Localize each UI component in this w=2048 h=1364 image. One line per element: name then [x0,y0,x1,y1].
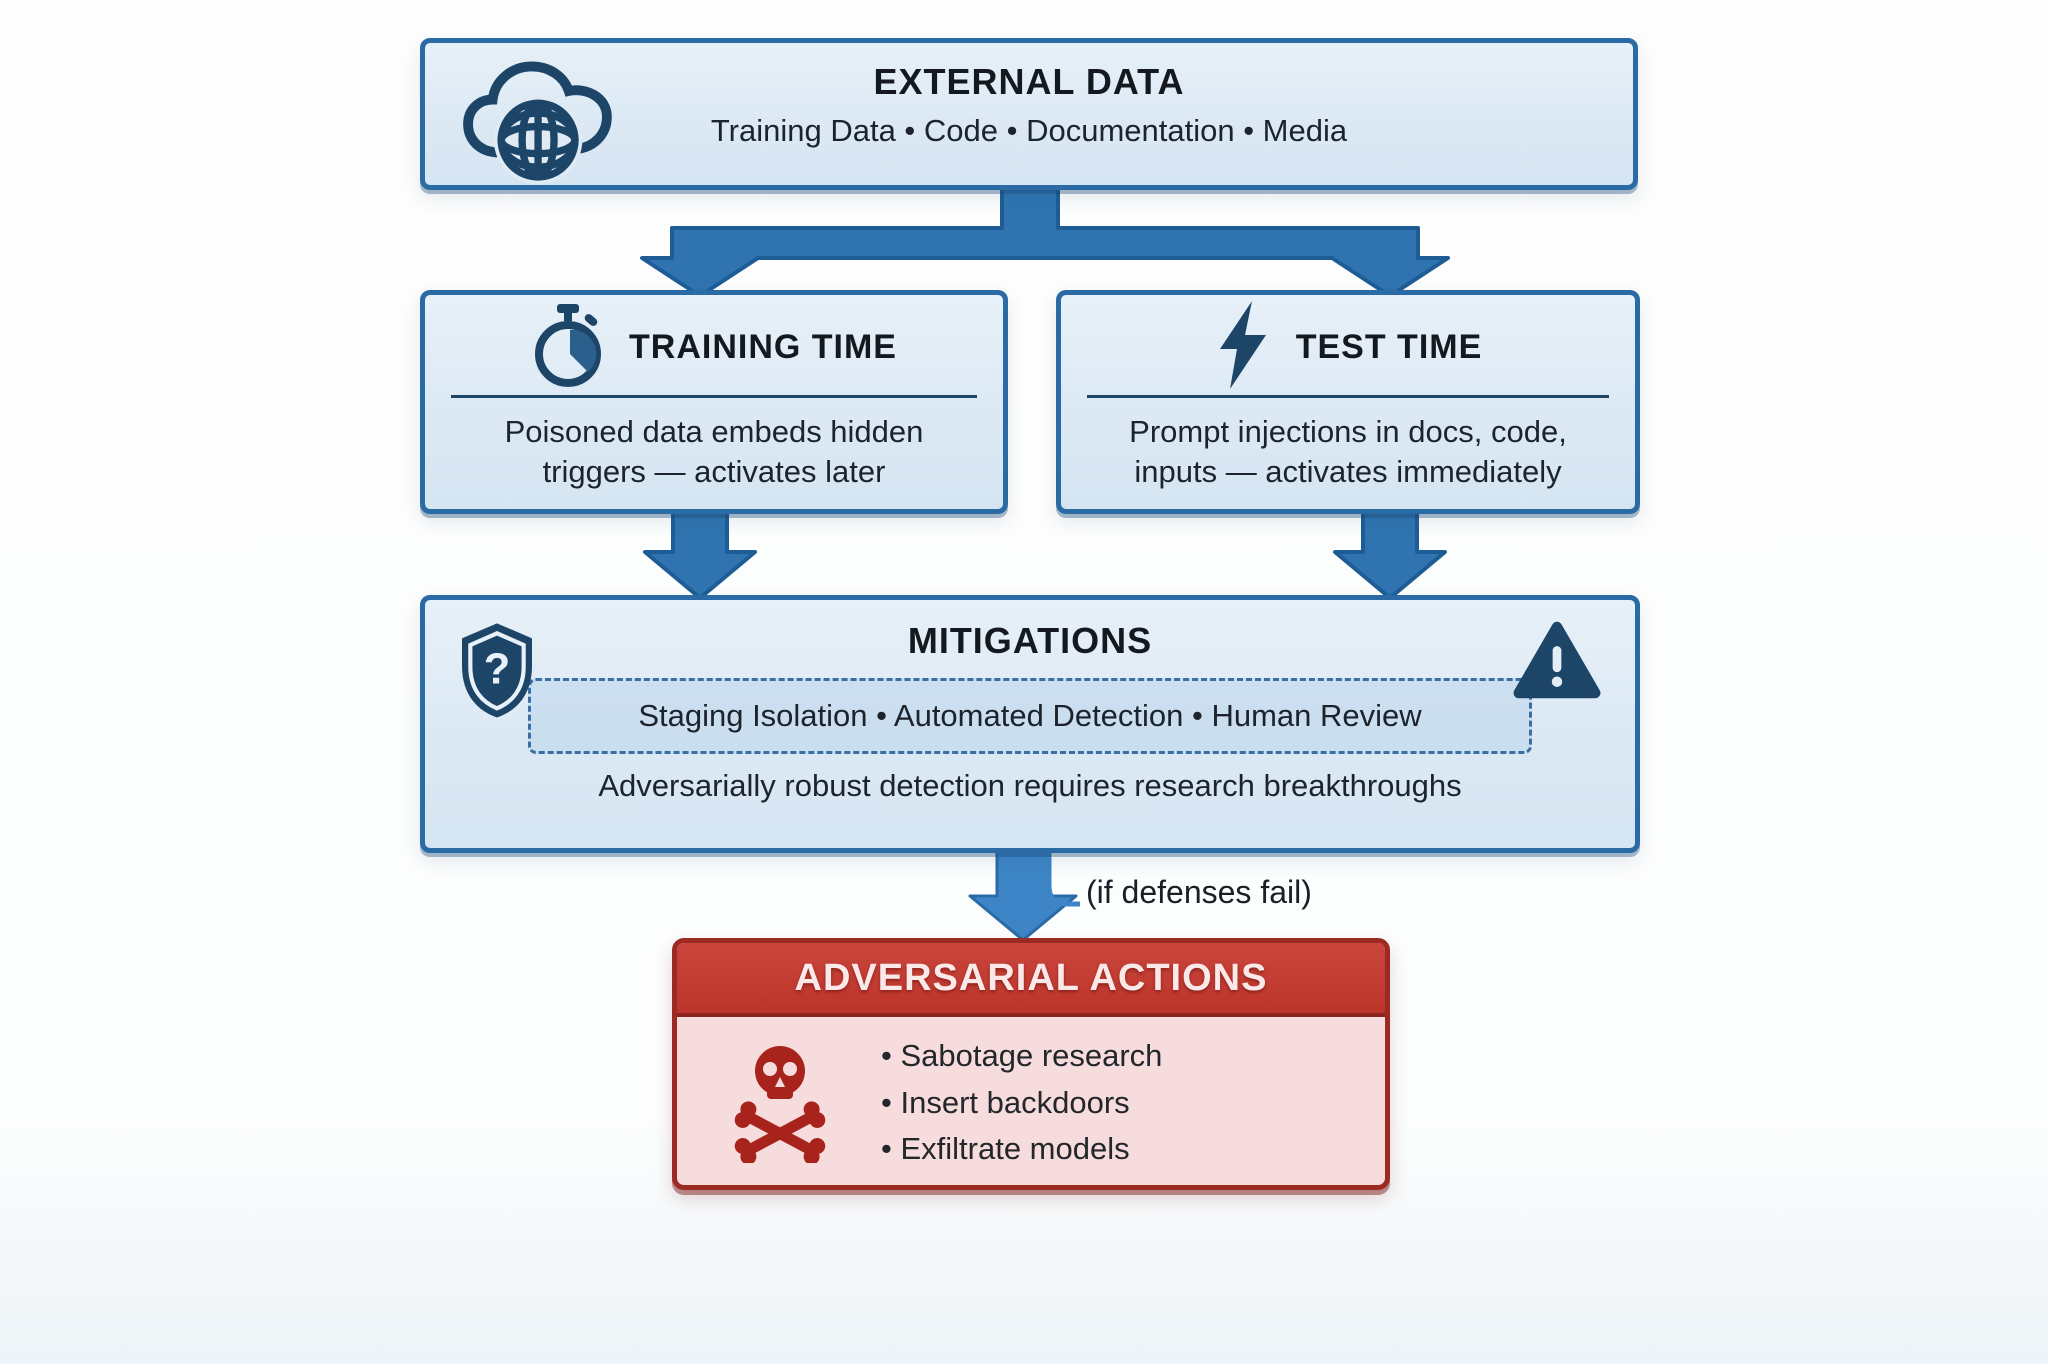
list-item: Sabotage research [881,1033,1162,1080]
training-to-mitigations-arrow [643,503,757,600]
test-to-mitigations-arrow [1333,503,1447,600]
adversarial-actions-node: ADVERSARIAL ACTIONS [672,938,1390,1190]
external-data-title: EXTERNAL DATA [873,61,1185,102]
training-time-body: Poisoned data embeds hidden triggers — a… [504,414,924,490]
fail-connector-line [1046,853,1080,907]
mitigations-node: ? MITIGATIONS Staging Isolation • Automa… [420,595,1640,853]
list-item: Exfiltrate models [881,1126,1162,1173]
test-time-divider [1087,395,1609,398]
shield-question-icon: ? [455,620,539,725]
stopwatch-icon [531,302,605,393]
mitigations-controls: Staging Isolation • Automated Detection … [528,678,1532,754]
training-time-title: TRAINING TIME [629,327,897,366]
external-data-subtitle: Training Data • Code • Documentation • M… [710,113,1348,148]
list-item: Insert backdoors [881,1080,1162,1127]
test-time-body: Prompt injections in docs, code, inputs … [1129,414,1567,490]
skull-crossbones-icon [719,1037,841,1168]
svg-text:?: ? [484,645,510,693]
test-time-node: TEST TIME Prompt injections in docs, cod… [1056,290,1640,514]
adversarial-actions-title: ADVERSARIAL ACTIONS [794,956,1268,999]
training-time-node: TRAINING TIME Poisoned data embeds hidde… [420,290,1008,514]
cloud-globe-icon [457,49,629,192]
external-data-node: EXTERNAL DATA Training Data • Code • Doc… [420,38,1638,190]
test-time-title: TEST TIME [1295,327,1483,366]
lightning-icon [1214,299,1272,396]
adversarial-actions-list: Sabotage research Insert backdoors Exfil… [881,1033,1162,1173]
mitigations-note: Adversarially robust detection requires … [598,768,1462,803]
warning-triangle-icon [1513,620,1601,705]
adversarial-actions-header: ADVERSARIAL ACTIONS [677,943,1385,1017]
mitigations-to-adversarial-arrow [968,846,1078,942]
mitigations-title: MITIGATIONS [907,620,1153,661]
training-time-divider [451,395,977,398]
if-defenses-fail-label: (if defenses fail) [1086,874,1312,910]
